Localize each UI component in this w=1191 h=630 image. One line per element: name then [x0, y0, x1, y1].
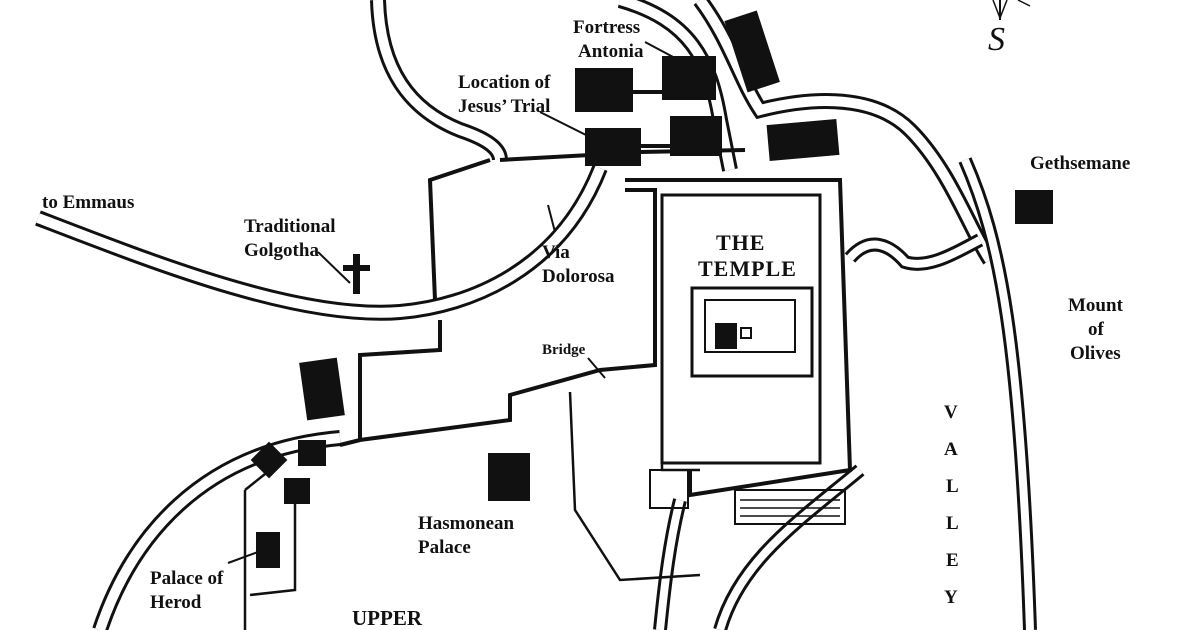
label-gethsemane: Gethsemane [1030, 153, 1130, 174]
label-emmaus: to Emmaus [42, 192, 134, 213]
label-via-dolorosa-2: Dolorosa [542, 266, 615, 287]
compass-icon: S [988, 0, 1031, 58]
label-temple-2: TEMPLE [698, 256, 797, 281]
cross-icon [343, 254, 370, 294]
city-walls [339, 148, 746, 582]
road-to-emmaus [35, 165, 608, 321]
label-valley-4: L [946, 513, 959, 534]
temple-complex [625, 178, 853, 525]
label-bridge: Bridge [542, 342, 586, 358]
label-hasmonean-palace-2: Palace [418, 537, 471, 558]
road-south-east [713, 464, 865, 630]
label-upper: UPPER [352, 606, 423, 630]
label-valley-6: Y [944, 587, 958, 608]
label-mount-of-olives-1: Mount [1068, 295, 1124, 316]
road-south-west [92, 430, 341, 630]
hasmonean-palace-building [488, 453, 530, 501]
herod-tower-1 [250, 441, 288, 479]
label-valley-5: E [946, 550, 959, 571]
antonia-tower-sw [585, 128, 641, 166]
temple-sanctuary [715, 323, 737, 349]
east-building [766, 119, 840, 161]
label-palace-of-herod-2: Herod [150, 592, 202, 613]
label-jesus-trial-2: Jesus’ Trial [458, 96, 550, 117]
temple-steps [734, 489, 846, 525]
label-mount-of-olives-3: Olives [1070, 343, 1121, 364]
antonia-tower-ne [662, 56, 716, 100]
label-valley-2: A [944, 439, 958, 460]
leader-lines [227, 41, 676, 564]
antonia-tower-nw [575, 68, 633, 112]
west-building [299, 357, 345, 421]
temple-outer-court [660, 193, 822, 465]
antonia-tower-se [670, 116, 722, 156]
herod-tower-2 [298, 440, 326, 466]
label-mount-of-olives-2: of [1088, 319, 1105, 340]
label-valley-3: L [946, 476, 959, 497]
buildings [243, 10, 1053, 630]
roads [35, 0, 1037, 630]
north-building [724, 10, 780, 93]
label-temple-1: THE [716, 230, 765, 255]
label-fortress-antonia-1: Fortress [573, 17, 640, 38]
compass-letter: S [988, 21, 1005, 58]
label-golgotha-2: Golgotha [244, 240, 319, 261]
herod-palace-building [256, 532, 280, 568]
temple-inner-court [690, 286, 814, 378]
map-labels: Fortress Antonia Location of Jesus’ Tria… [42, 17, 1130, 630]
label-jesus-trial-1: Location of [458, 72, 551, 93]
label-palace-of-herod-1: Palace of [150, 568, 224, 589]
label-fortress-antonia-2: Antonia [578, 41, 644, 62]
label-valley-1: V [944, 402, 958, 423]
label-hasmonean-palace-1: Hasmonean [418, 513, 515, 534]
herod-tower-3 [284, 478, 310, 504]
label-via-dolorosa-1: Via [542, 242, 570, 263]
gethsemane-marker [1015, 190, 1053, 224]
label-golgotha-1: Traditional [244, 216, 336, 237]
